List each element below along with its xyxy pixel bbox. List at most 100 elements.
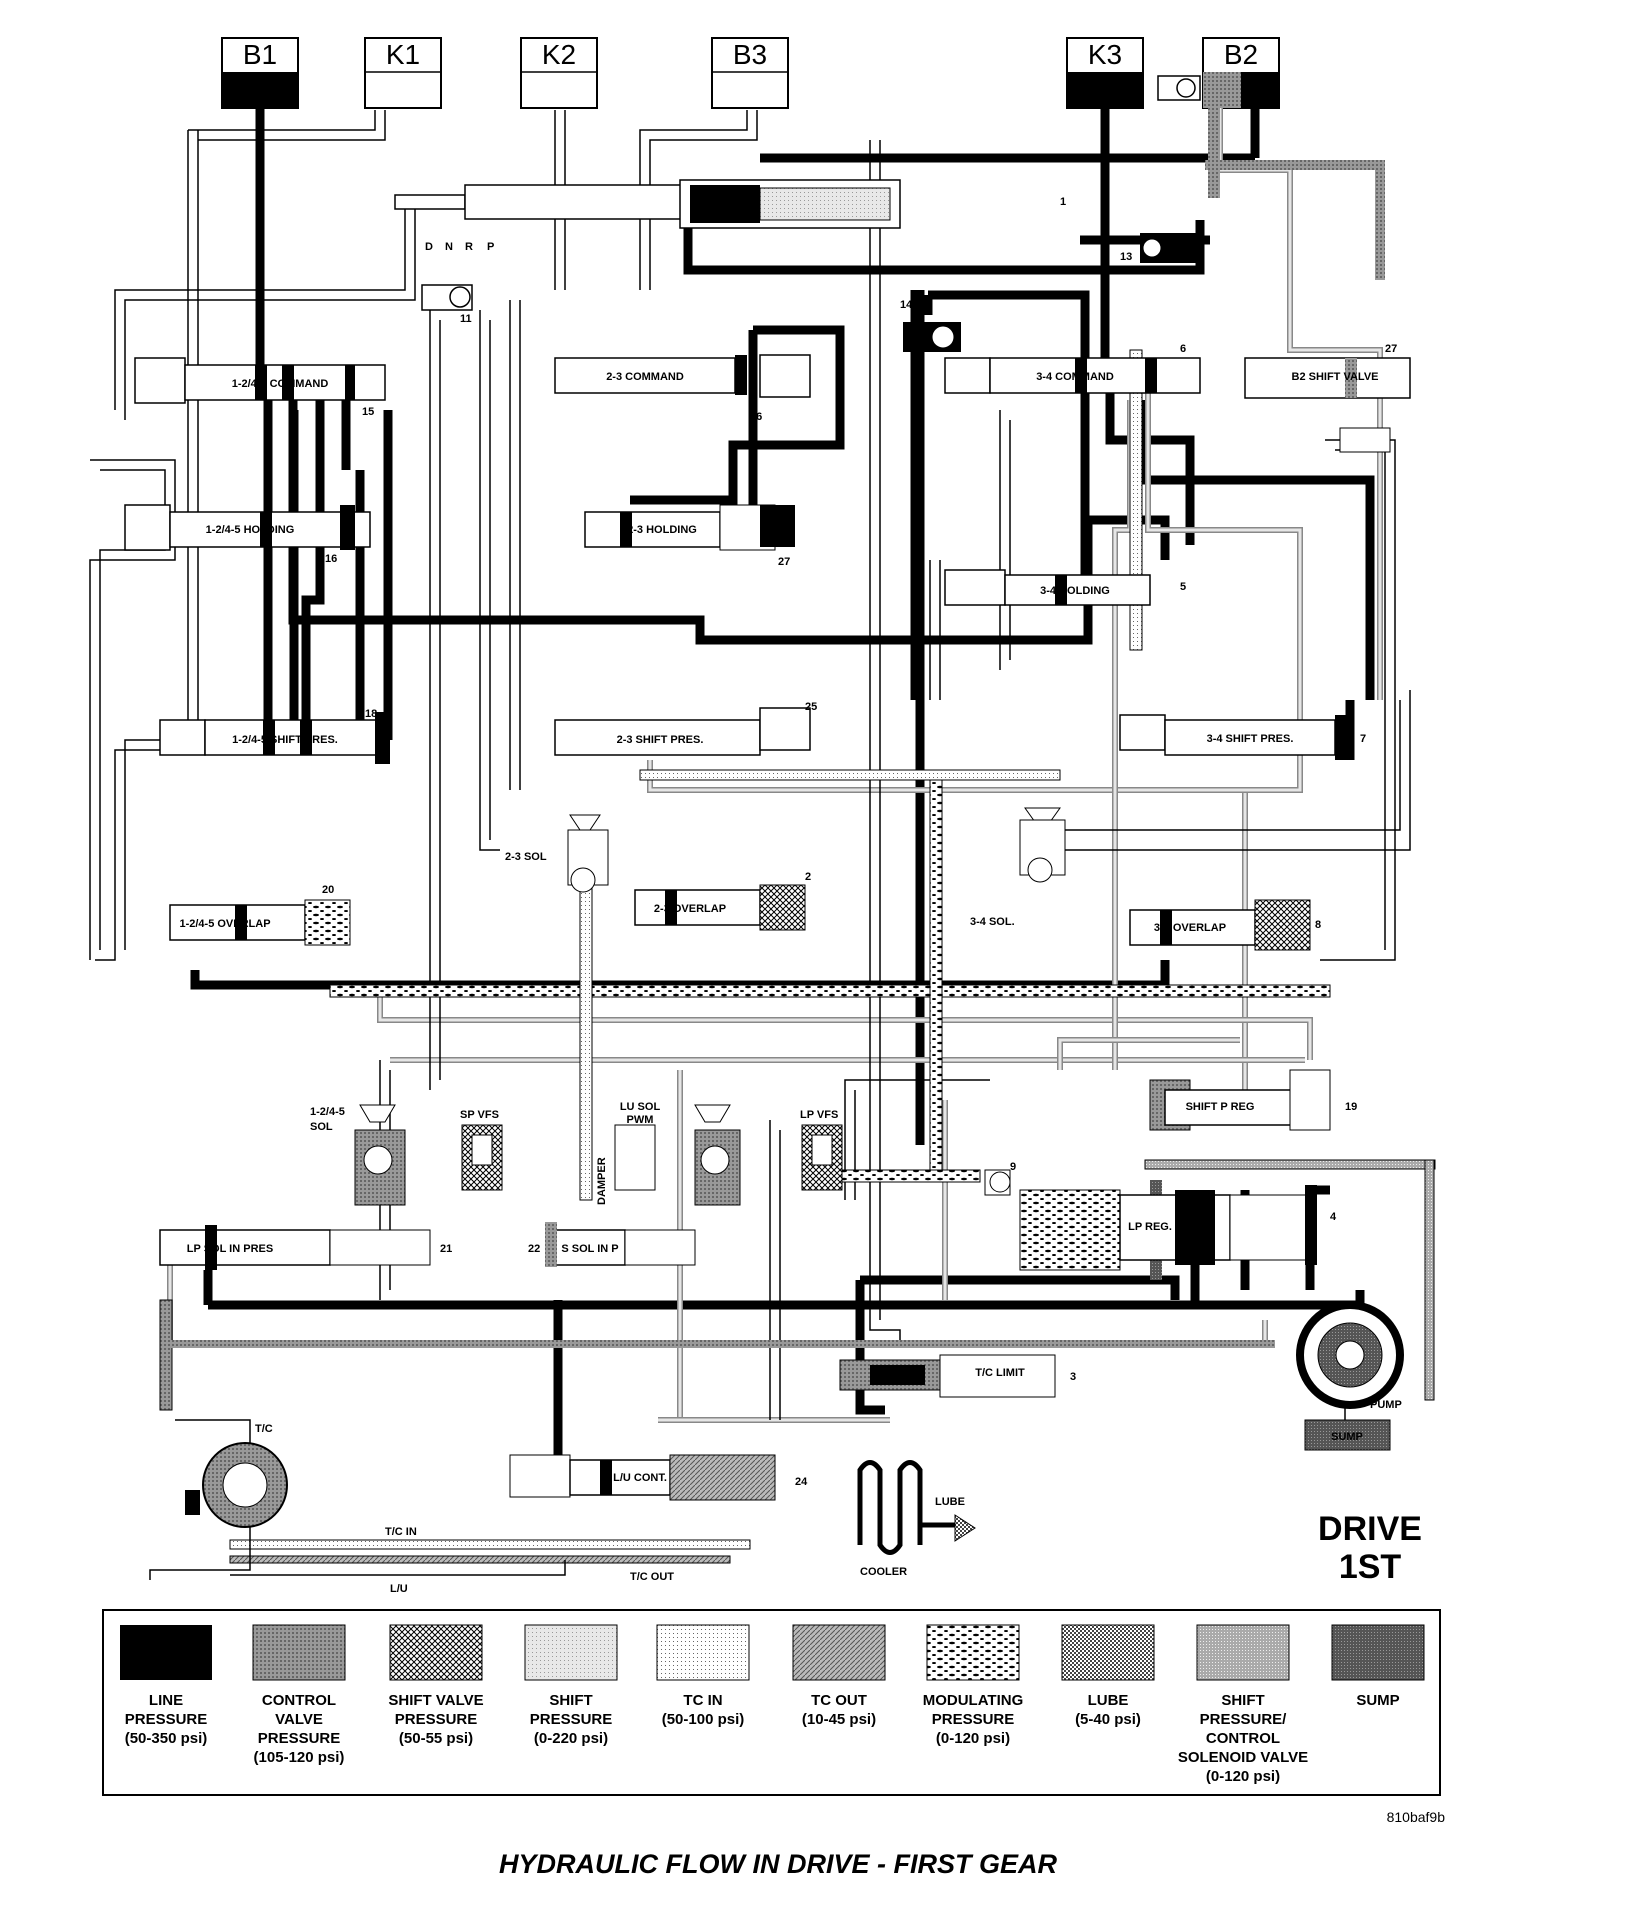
valve-overlap-23[interactable]: 2-3 OVERLAP 2 xyxy=(634,871,811,931)
legend-modulating-2: PRESSURE xyxy=(932,1711,1015,1728)
prnd-d: D xyxy=(425,241,433,253)
prnd-r: R xyxy=(465,241,473,253)
number-6: 6 xyxy=(1180,343,1186,355)
label-tc-limit: T/C LIMIT xyxy=(975,1367,1025,1379)
clutch-b1: B1 xyxy=(221,37,299,109)
valve-hold-23[interactable]: 2-3 HOLDING 27 xyxy=(584,504,795,568)
legend-swatch-shift xyxy=(524,1624,618,1681)
valve-lu-cont[interactable]: L/U CONT. 24 xyxy=(509,1454,808,1501)
mode-drive: DRIVE xyxy=(1318,1510,1422,1548)
label-tc-out: T/C OUT xyxy=(630,1571,674,1583)
clutch-k3: K3 xyxy=(1066,37,1144,109)
legend-modulating-1: MODULATING xyxy=(923,1692,1024,1709)
number-4: 4 xyxy=(1330,1211,1337,1223)
number-27: 27 xyxy=(1385,343,1397,355)
valve-hold-1245[interactable]: 1-2/4-5 HOLDING 16 xyxy=(124,504,371,565)
legend-tcout-2: (10-45 psi) xyxy=(802,1711,876,1728)
valve-shift-23[interactable]: 2-3 SHIFT PRES. 25 xyxy=(554,701,817,756)
number-21: 22 xyxy=(528,1243,540,1255)
number-7: 7 xyxy=(1360,733,1366,745)
legend-shiftsol-1: SHIFT xyxy=(1221,1692,1264,1709)
valve-cmd-23[interactable]: 2-3 COMMAND 26 xyxy=(554,354,811,423)
legend-shift-1: SHIFT xyxy=(549,1692,592,1709)
solenoid-1245[interactable]: 1-2/4-5 SOL xyxy=(310,1104,406,1206)
label-solenoid-lu-l1: LU SOL xyxy=(620,1101,661,1113)
sump: SUMP xyxy=(1304,1405,1391,1451)
label-lube: LUBE xyxy=(935,1496,965,1508)
valve-tc-limit[interactable]: T/C LIMIT 3 xyxy=(839,1354,1076,1398)
number-9: 9 xyxy=(1010,1161,1016,1173)
legend-shiftsol-2: PRESSURE/ xyxy=(1200,1711,1288,1728)
valve-shift-1245[interactable]: 1-2/4-5 SHIFT PRES. 18 xyxy=(159,708,390,764)
number-26: 27 xyxy=(778,556,790,568)
valve-hold-34[interactable]: 3-4 HOLDING 5 xyxy=(944,569,1186,606)
number-18: 20 xyxy=(322,884,334,896)
label-tc: T/C xyxy=(255,1423,273,1435)
label-solenoid-1245-l2: SOL xyxy=(310,1121,333,1133)
number-14: 15 xyxy=(362,406,374,418)
label-shift-1245: 1-2/4-5 SHIFT PRES. xyxy=(232,734,338,746)
number-13: 14 xyxy=(900,299,913,311)
clutch-b3: B3 xyxy=(711,37,789,109)
valve-b2-shift[interactable]: B2 SHIFT VALVE 27 xyxy=(1244,343,1411,399)
legend-control-3: PRESSURE xyxy=(258,1730,341,1747)
legend-tcin-1: TC IN xyxy=(683,1692,722,1709)
label-shift-p-reg: SHIFT P REG xyxy=(1186,1101,1255,1113)
label-damper: DAMPER xyxy=(596,1157,608,1205)
number-5: 5 xyxy=(1180,581,1186,593)
legend-shiftsol-3: CONTROL xyxy=(1206,1730,1280,1747)
solenoid-34[interactable]: 3-4 SOL. xyxy=(970,807,1066,928)
valve-lp-sol-in[interactable]: LP SOL IN PRES 21 xyxy=(159,1225,452,1270)
legend-modulating-3: (0-120 psi) xyxy=(936,1730,1010,1747)
solenoid-23[interactable]: 2-3 SOL xyxy=(505,814,609,893)
label-cmd-23: 2-3 COMMAND xyxy=(606,371,684,383)
legend-shiftvalve-2: PRESSURE xyxy=(395,1711,478,1728)
number-22: 24 xyxy=(795,1476,808,1488)
label-overlap-1245: 1-2/4-5 OVERLAP xyxy=(179,918,270,930)
number-24: 25 xyxy=(805,701,817,713)
valve-lp-reg[interactable]: LP REG. 4 xyxy=(1019,1185,1337,1271)
legend-swatch-control xyxy=(252,1624,346,1681)
legend-lube-2: (5-40 psi) xyxy=(1075,1711,1141,1728)
number-10: 13 xyxy=(1120,251,1132,263)
valve-cmd-1245[interactable]: 1-2/4-5 COMMAND 15 xyxy=(134,357,386,418)
number-15: 16 xyxy=(325,553,337,565)
legend-shiftvalve-1: SHIFT VALVE xyxy=(388,1692,483,1709)
solenoid-lp-vfs[interactable]: LP VFS xyxy=(800,1109,843,1191)
clutch-b1-label: B1 xyxy=(243,39,277,70)
legend-swatch-modulating xyxy=(926,1624,1020,1681)
label-pump: PUMP xyxy=(1370,1399,1402,1411)
solenoid-lu[interactable] xyxy=(694,1104,741,1206)
label-hold-23: 2-3 HOLDING xyxy=(627,524,697,536)
legend-swatch-lube xyxy=(1061,1624,1155,1681)
valve-s-sol-in[interactable]: S SOL IN P 22 xyxy=(528,1222,696,1267)
check-balls: 13 14 11 xyxy=(421,233,1391,453)
prnd-n: N xyxy=(445,241,453,253)
label-shift-34: 3-4 SHIFT PRES. xyxy=(1207,733,1294,745)
solenoid-lu-pwm[interactable]: LU SOL PWM DAMPER xyxy=(596,1101,660,1205)
label-lp-sol-in: LP SOL IN PRES xyxy=(187,1243,273,1255)
clutch-b2: B2 xyxy=(1157,37,1280,109)
legend: LINE PRESSURE (50-350 psi) CONTROL VALVE… xyxy=(102,1609,1441,1796)
manual-valve[interactable]: 1 D N R P xyxy=(394,179,1066,253)
label-solenoid-34: 3-4 SOL. xyxy=(970,916,1015,928)
solenoid-sp-vfs[interactable]: SP VFS xyxy=(460,1109,503,1191)
valve-overlap-34[interactable]: 3-4 OVERLAP 8 xyxy=(1129,899,1321,951)
legend-swatch-tcin xyxy=(656,1624,750,1681)
valve-shift-p-reg[interactable]: SHIFT P REG 19 xyxy=(1149,1069,1357,1131)
clutch-k2-label: K2 xyxy=(542,39,576,70)
legend-line-3: (50-350 psi) xyxy=(125,1730,208,1747)
number-20: 21 xyxy=(440,1243,452,1255)
legend-sump-1: SUMP xyxy=(1356,1692,1399,1709)
clutch-k1-label: K1 xyxy=(386,39,420,70)
legend-line-2: PRESSURE xyxy=(125,1711,208,1728)
line-pressure-circuit xyxy=(190,108,1375,1480)
valve-cmd-34[interactable]: 3-4 COMMAND 6 xyxy=(944,343,1201,394)
number-1: 1 xyxy=(1060,196,1066,208)
label-sump: SUMP xyxy=(1331,1431,1363,1443)
legend-control-1: CONTROL xyxy=(262,1692,336,1709)
valve-overlap-1245[interactable]: 1-2/4-5 OVERLAP 20 xyxy=(169,884,351,946)
legend-swatch-line xyxy=(120,1625,212,1680)
valve-shift-34[interactable]: 3-4 SHIFT PRES. 7 xyxy=(1119,714,1366,760)
legend-swatch-sump xyxy=(1331,1624,1425,1681)
